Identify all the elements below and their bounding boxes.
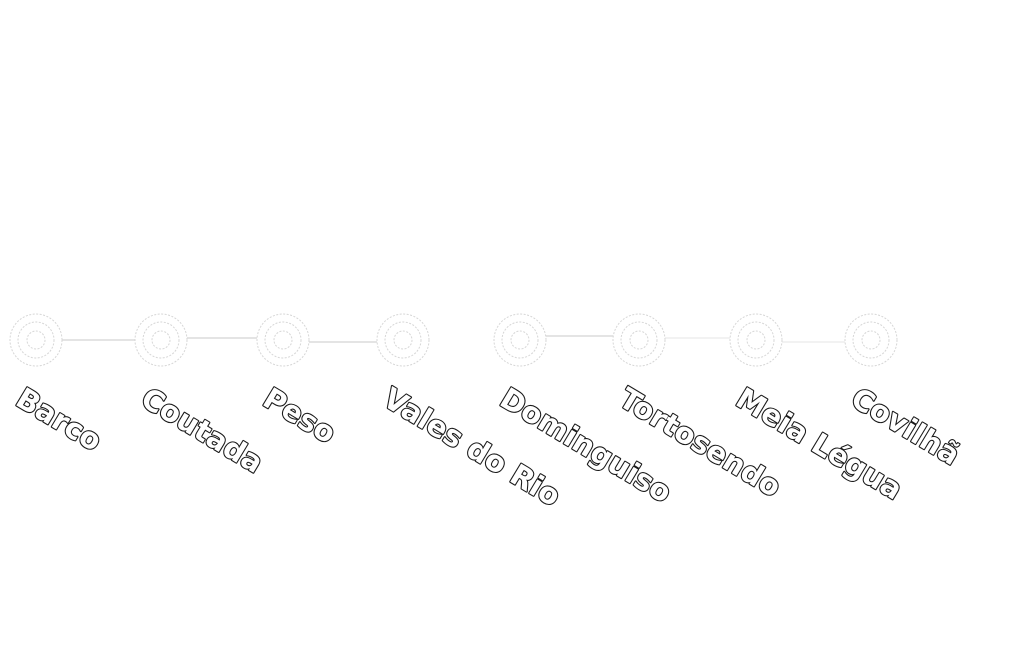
track <box>62 335 845 343</box>
station-ring-icon <box>151 330 171 350</box>
station-marker[interactable] <box>256 313 310 367</box>
station-ring-icon <box>393 330 413 350</box>
station-ring-icon <box>384 321 422 359</box>
station-ring-icon <box>26 330 46 350</box>
station-ring-icon <box>861 330 881 350</box>
station-label-peso[interactable]: Peso <box>256 380 343 452</box>
station-ring-icon <box>737 321 775 359</box>
station-marker[interactable] <box>729 313 783 367</box>
station-ring-icon <box>612 313 666 367</box>
station-marker[interactable] <box>376 313 430 367</box>
station-marker[interactable] <box>844 313 898 367</box>
station-marker[interactable] <box>134 313 188 367</box>
station-ring-icon <box>729 313 783 367</box>
station-ring-icon <box>142 321 180 359</box>
station-ring-icon <box>629 330 649 350</box>
station-ring-icon <box>844 313 898 367</box>
station-ring-icon <box>9 313 63 367</box>
station-ring-icon <box>273 330 293 350</box>
station-ring-icon <box>256 313 310 367</box>
station-ring-icon <box>17 321 55 359</box>
station-ring-icon <box>376 313 430 367</box>
station-label-coutada[interactable]: Coutada <box>134 380 270 481</box>
station-ring-icon <box>134 313 188 367</box>
station-ring-icon <box>852 321 890 359</box>
station-ring-icon <box>501 321 539 359</box>
station-ring-icon <box>746 330 766 350</box>
station-ring-icon <box>493 313 547 367</box>
station-labels: Barco Coutada Peso Vales do Rio Domingui… <box>9 380 967 515</box>
station-label-barco[interactable]: Barco <box>9 380 109 459</box>
station-marker[interactable] <box>612 313 666 367</box>
station-ring-icon <box>510 330 530 350</box>
station-marker[interactable] <box>493 313 547 367</box>
station-marker[interactable] <box>9 313 63 367</box>
station-ring-icon <box>620 321 658 359</box>
station-ring-icon <box>264 321 302 359</box>
